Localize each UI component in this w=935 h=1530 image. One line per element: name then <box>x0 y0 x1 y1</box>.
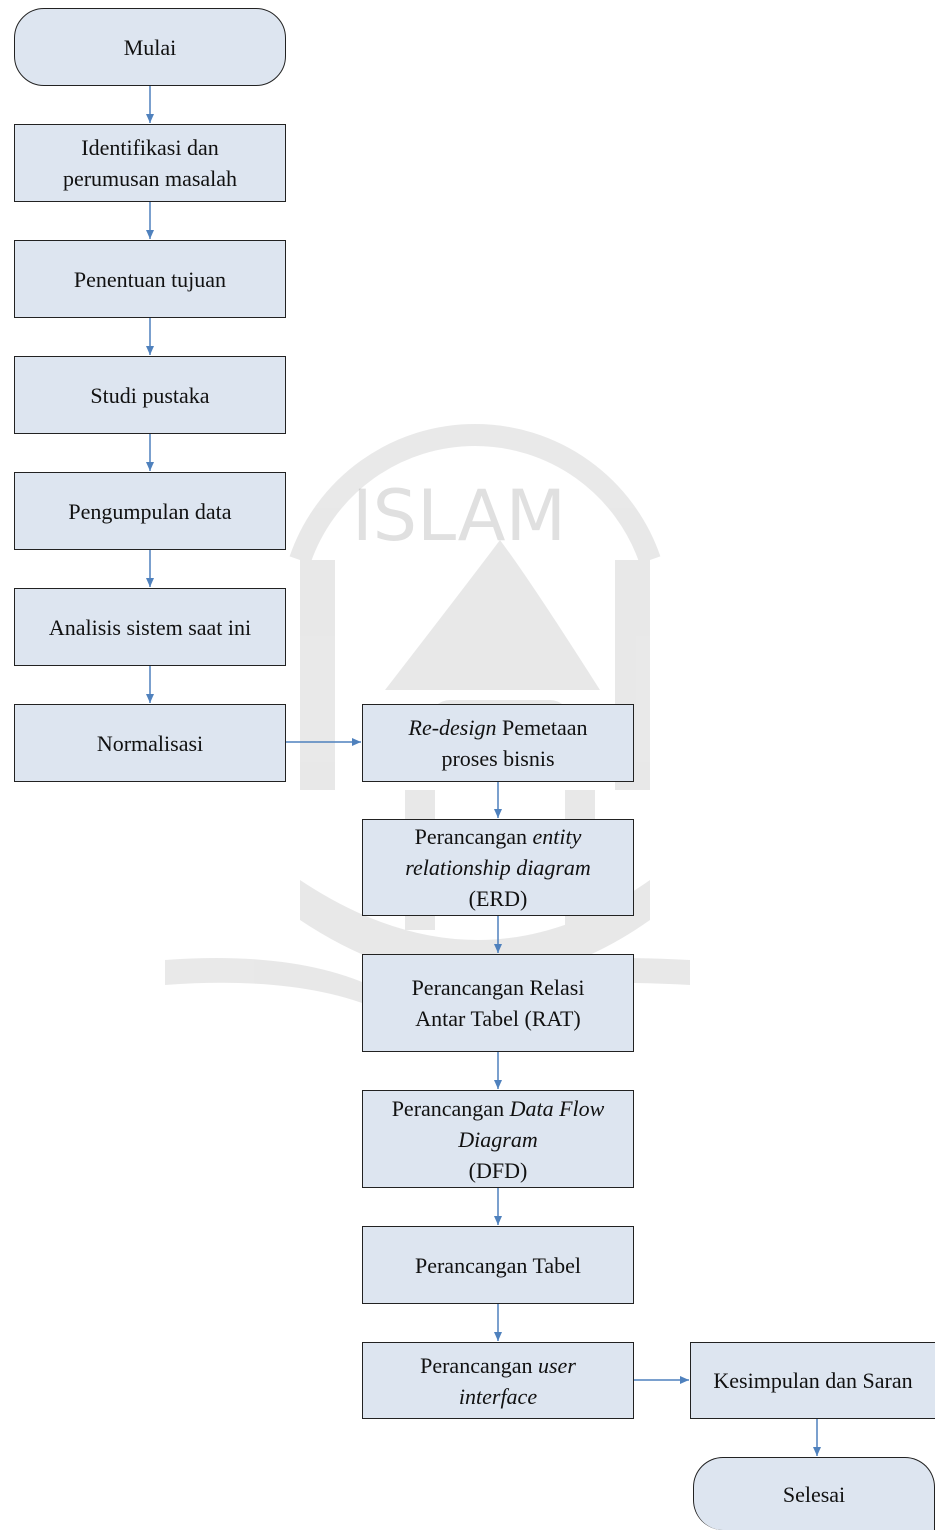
node-pengumpulan-data: Pengumpulan data <box>14 472 286 550</box>
node-dfd-line-3: (DFD) <box>468 1157 528 1183</box>
node-selesai-label: Selesai <box>782 1481 846 1507</box>
node-ui-italic-2: interface <box>458 1383 538 1409</box>
node-studi-pustaka-label: Studi pustaka <box>90 382 210 408</box>
node-dfd-italic-1: Data Flow <box>509 1095 605 1121</box>
node-pengumpulan-data-label: Pengumpulan data <box>68 498 232 524</box>
node-analisis-sistem: Analisis sistem saat ini <box>14 588 286 666</box>
node-redesign-italic: Re-design <box>408 715 497 740</box>
node-rat-line-1: Perancangan Relasi <box>411 975 585 1000</box>
node-erd: Perancangan entity relationship diagram … <box>362 819 634 916</box>
node-mulai: Mulai <box>14 8 286 86</box>
node-ui-pre: Perancangan <box>420 1352 538 1378</box>
node-analisis-sistem-label: Analisis sistem saat ini <box>48 614 252 640</box>
node-ui-italic-1: user <box>538 1352 576 1378</box>
node-penentuan-tujuan: Penentuan tujuan <box>14 240 286 318</box>
node-perancangan-tabel: Perancangan Tabel <box>362 1226 634 1304</box>
node-mulai-label: Mulai <box>123 34 177 60</box>
node-kesimpulan-saran: Kesimpulan dan Saran <box>690 1342 935 1419</box>
node-rat: Perancangan Relasi Antar Tabel (RAT) <box>362 954 634 1052</box>
node-erd-italic-2: relationship diagram <box>405 855 591 880</box>
node-identifikasi-line-2: perumusan masalah <box>62 166 238 191</box>
node-dfd-italic-2: Diagram <box>458 1126 538 1152</box>
node-dfd: Perancangan Data Flow Diagram (DFD) <box>362 1090 634 1188</box>
node-erd-line-3: (ERD) <box>468 886 528 911</box>
node-rat-line-2: Antar Tabel (RAT) <box>415 1006 581 1031</box>
node-penentuan-tujuan-label: Penentuan tujuan <box>73 266 227 292</box>
node-redesign-line-2: proses bisnis <box>441 746 555 771</box>
node-redesign-rest: Pemetaan <box>496 715 588 740</box>
node-user-interface: Perancangan user interface <box>362 1342 634 1419</box>
node-kesimpulan-saran-label: Kesimpulan dan Saran <box>713 1368 913 1393</box>
node-dfd-pre: Perancangan <box>391 1095 510 1121</box>
node-normalisasi-label: Normalisasi <box>96 730 204 756</box>
node-redesign: Re-design Pemetaan proses bisnis <box>362 704 634 782</box>
watermark-top-text: ISLAM <box>352 475 566 557</box>
node-selesai: Selesai <box>693 1457 935 1530</box>
node-identifikasi-line-1: Identifikasi dan <box>81 135 219 160</box>
node-erd-pre: Perancangan <box>414 824 533 849</box>
node-erd-italic-1: entity <box>532 824 582 849</box>
node-perancangan-tabel-label: Perancangan Tabel <box>414 1252 582 1278</box>
node-normalisasi: Normalisasi <box>14 704 286 782</box>
node-studi-pustaka: Studi pustaka <box>14 356 286 434</box>
node-identifikasi: Identifikasi dan perumusan masalah <box>14 124 286 202</box>
